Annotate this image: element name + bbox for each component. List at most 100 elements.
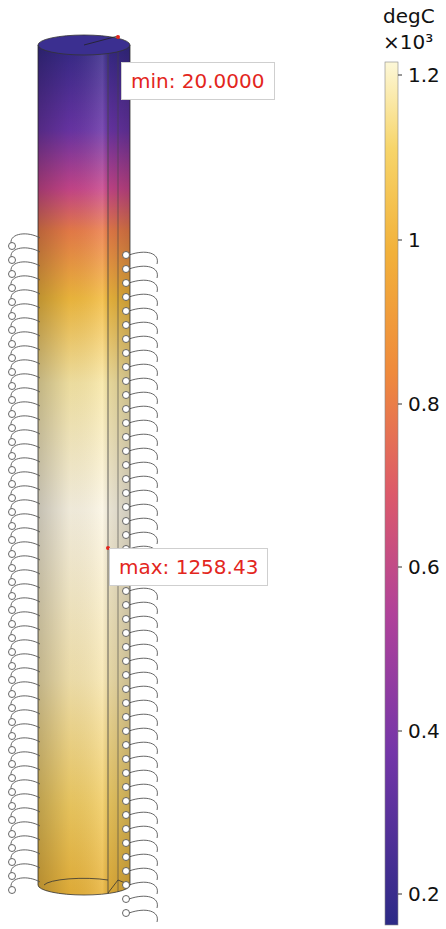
coil-turn (129, 784, 157, 796)
coil-turn (129, 644, 157, 656)
coil-wire (9, 579, 16, 586)
coil-turn (129, 840, 157, 852)
coil-turn (129, 672, 157, 684)
coil-wire (9, 257, 16, 264)
coil-wire (123, 798, 130, 805)
coil-wire (123, 784, 130, 791)
coil-turn (11, 696, 40, 705)
coil-turn (129, 588, 157, 600)
coil-wire (123, 392, 130, 399)
coil-wire (9, 285, 16, 292)
coil-turn (129, 742, 157, 754)
coil-wire (9, 831, 16, 838)
tick-label: 1.2 (408, 63, 440, 87)
coil-turn (11, 682, 40, 691)
coil-wire (9, 859, 16, 866)
coil-turn (129, 714, 157, 726)
coil-wire (9, 523, 16, 530)
coil-wire (123, 812, 130, 819)
coil-turn (129, 910, 157, 922)
coil-turn (11, 416, 40, 425)
coil-wire (123, 602, 130, 609)
coil-turn (11, 654, 40, 663)
coil-turn (129, 448, 157, 460)
coil-wire (9, 341, 16, 348)
coil-turn (11, 276, 40, 285)
coil-wire (9, 453, 16, 460)
coil-wire (9, 719, 16, 726)
coil-turn (11, 486, 40, 495)
coil-turn (11, 752, 40, 761)
annotation-text: min: 20.0000 (131, 69, 265, 93)
coil-turn (129, 490, 157, 502)
coil-wire (123, 476, 130, 483)
coil-wire (9, 467, 16, 474)
coil-turn (11, 346, 40, 355)
coil-wire (9, 551, 16, 558)
coil-wire (9, 439, 16, 446)
coil-wire (9, 845, 16, 852)
coil-wire (123, 252, 130, 259)
coil-wire (9, 495, 16, 502)
coil-turn (129, 532, 157, 544)
annotation-text: max: 1258.43 (119, 555, 258, 579)
coil-wire (9, 299, 16, 306)
coil-turn (129, 812, 157, 824)
unit-label: ×10³ (383, 30, 433, 54)
coil-wire (123, 532, 130, 539)
coil-wire (9, 313, 16, 320)
coil-wire (123, 686, 130, 693)
coil-wire (9, 425, 16, 432)
coil-turn (11, 374, 40, 383)
coil-wire (9, 887, 16, 894)
coil-turn (129, 700, 157, 712)
coil-turn (129, 868, 157, 880)
coil-turn (129, 686, 157, 698)
annotation-box: min: 20.0000 (121, 62, 275, 100)
coil-turn (129, 266, 157, 278)
coil-wire (123, 672, 130, 679)
coil-wire (123, 854, 130, 861)
color-bar (385, 62, 402, 925)
coil-turn (129, 756, 157, 768)
coil-turn (129, 406, 157, 418)
coil-turn (129, 392, 157, 404)
coil-wire (123, 294, 130, 301)
coil-turn (11, 626, 40, 635)
coil-turn (129, 504, 157, 516)
coil-turn (11, 850, 40, 859)
coil-wire (123, 658, 130, 665)
coil-turn (11, 542, 40, 551)
coil-turn (11, 738, 40, 747)
coil-turn (129, 462, 157, 474)
coil-wire (9, 509, 16, 516)
coil-turn (129, 518, 157, 530)
coil-wire (123, 630, 130, 637)
coil-turn (11, 710, 40, 719)
coil-wire (9, 327, 16, 334)
coil-wire (123, 770, 130, 777)
coil-wire (123, 714, 130, 721)
coil-turn (129, 616, 157, 628)
coil-wire (123, 742, 130, 749)
coil-wire (9, 691, 16, 698)
coil-turn (11, 570, 40, 579)
coil-wire (123, 336, 130, 343)
coil-wire (123, 700, 130, 707)
coil-turn (11, 640, 40, 649)
coil-wire (9, 271, 16, 278)
coil-turn (11, 724, 40, 733)
coil-turn (11, 598, 40, 607)
coil-wire (9, 621, 16, 628)
coil-wire (9, 411, 16, 418)
coil-wire (123, 448, 130, 455)
coil-wire (123, 518, 130, 525)
coil-wire (9, 537, 16, 544)
coil-wire (9, 733, 16, 740)
coil-turn (11, 262, 40, 271)
coil-wire (9, 607, 16, 614)
coil-turn (129, 252, 157, 264)
coil-wire (123, 504, 130, 511)
coil-turn (11, 556, 40, 565)
